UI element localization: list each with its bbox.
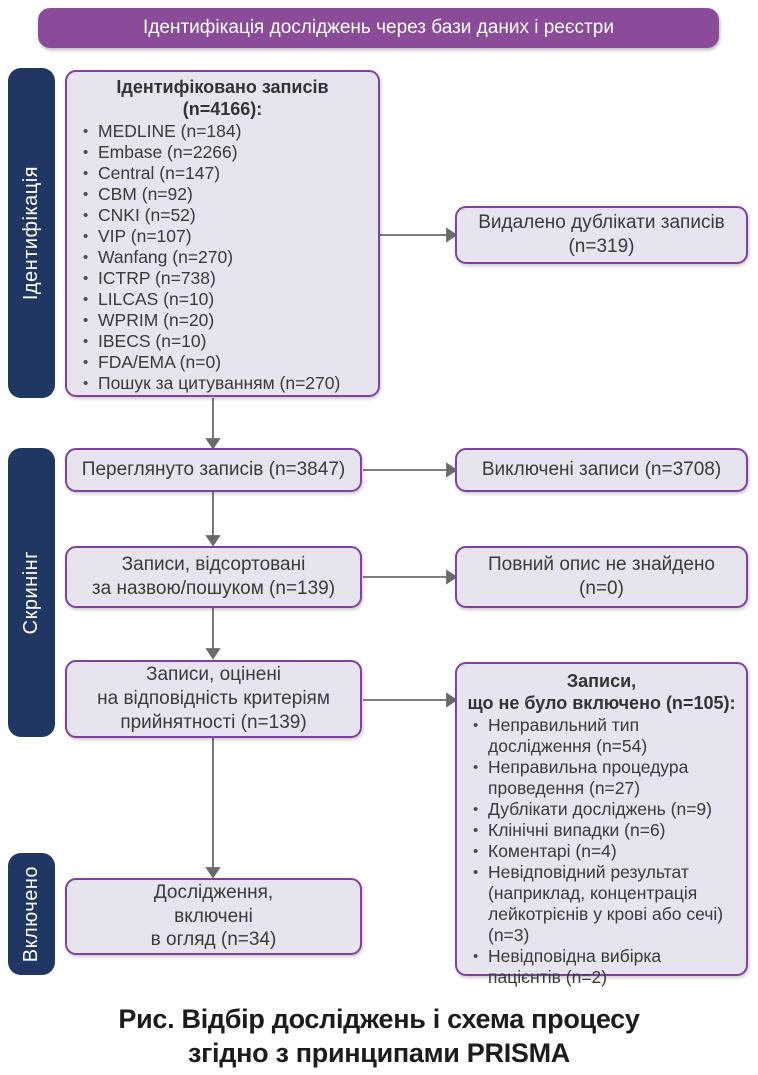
list-item: Коментарі (n=4) <box>470 841 738 862</box>
arrow-identified-to-duplicates <box>380 227 458 243</box>
box-records-excluded: Виключені записи (n=3708) <box>455 448 748 492</box>
arrow-identified-to-screened <box>205 398 221 450</box>
list-item: WPRIM (n=20) <box>80 310 370 331</box>
list-item: Невідповідний результат (наприклад, конц… <box>470 862 738 946</box>
list-item: Пошук за цитуванням (n=270) <box>80 373 370 394</box>
box-duplicates-removed: Видалено дублікати записів (n=319) <box>455 206 748 264</box>
arrow-assessed-to-notincluded <box>363 692 458 708</box>
list-item: ICTRP (n=738) <box>80 268 370 289</box>
stage-label-screening: Скринінг <box>8 448 55 737</box>
list-item: Central (n=147) <box>80 163 370 184</box>
stage-label-included: Включено <box>8 853 55 975</box>
identified-sources-list: MEDLINE (n=184)Embase (n=2266)Central (n… <box>67 121 378 394</box>
list-item: MEDLINE (n=184) <box>80 121 370 142</box>
list-item: Неправильна процедура проведення (n=27) <box>470 757 738 799</box>
box-studies-included: Дослідження, включені в огляд (n=34) <box>65 878 362 955</box>
list-item: CBM (n=92) <box>80 184 370 205</box>
arrow-sorted-to-notfound <box>363 569 458 585</box>
stage-label-identification: Ідентифікація <box>8 68 55 398</box>
list-item: FDA/EMA (n=0) <box>80 352 370 373</box>
list-item: Невідповідна вибірка пацієнтів (n=2) <box>470 946 738 988</box>
list-item: Дублікати досліджень (n=9) <box>470 799 738 820</box>
header-title: Ідентифікація досліджень через бази дани… <box>143 17 614 38</box>
arrow-screened-to-excluded <box>363 462 458 478</box>
list-item: Wanfang (n=270) <box>80 247 370 268</box>
exclusion-reasons-list: Неправильний тип дослідження (n=54)Непра… <box>457 715 746 988</box>
list-item: LILCAS (n=10) <box>80 289 370 310</box>
arrow-screened-to-sorted <box>205 492 221 547</box>
list-item: Embase (n=2266) <box>80 142 370 163</box>
list-item: IBECS (n=10) <box>80 331 370 352</box>
list-item: Клінічні випадки (n=6) <box>470 820 738 841</box>
box-records-assessed: Записи, оцінені на відповідність критері… <box>65 660 362 738</box>
header-banner: Ідентифікація досліджень через бази дани… <box>38 8 719 48</box>
arrow-assessed-to-included <box>205 738 221 879</box>
box-records-identified: Ідентифіковано записів (n=4166): MEDLINE… <box>65 70 380 397</box>
figure-caption: Рис. Відбір досліджень і схема процесу з… <box>118 1004 640 1068</box>
box-records-sorted: Записи, відсортовані за назвою/пошуком (… <box>65 546 362 608</box>
list-item: CNKI (n=52) <box>80 205 370 226</box>
list-item: VIP (n=107) <box>80 226 370 247</box>
box-fulltext-not-found: Повний опис не знайдено (n=0) <box>455 546 748 608</box>
list-item: Неправильний тип дослідження (n=54) <box>470 715 738 757</box>
box-records-identified-title: Ідентифіковано записів (n=4166): <box>116 77 329 119</box>
arrow-sorted-to-assessed <box>205 608 221 660</box>
box-records-not-included: Записи, що не було включено (n=105): Неп… <box>455 662 748 987</box>
box-records-not-included-title: Записи, що не було включено (n=105): <box>467 671 736 713</box>
box-records-screened: Переглянуто записів (n=3847) <box>65 448 362 492</box>
